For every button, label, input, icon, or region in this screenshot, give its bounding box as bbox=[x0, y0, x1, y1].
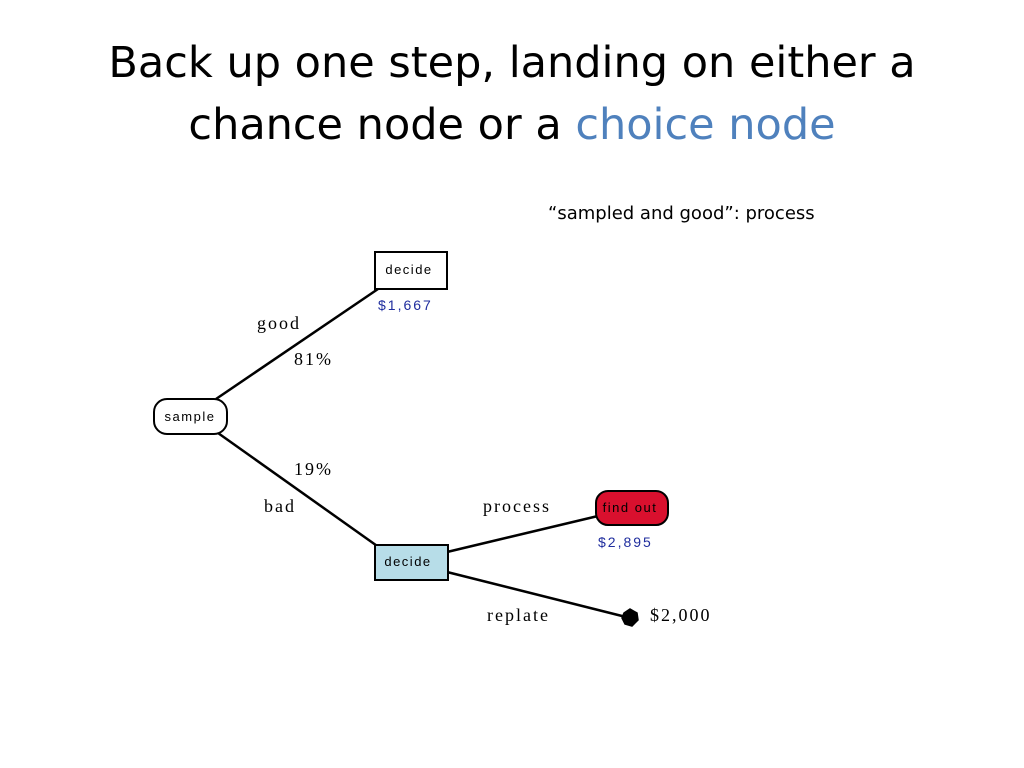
findout-node: find out bbox=[595, 490, 669, 526]
terminal-node bbox=[621, 608, 639, 627]
decide-good-node: decide bbox=[374, 251, 448, 290]
decide-good-label: decide bbox=[385, 262, 432, 277]
branch-bad bbox=[217, 431, 381, 550]
decide-bad-node: decide bbox=[374, 544, 449, 581]
findout-label: find out bbox=[603, 500, 658, 515]
process-label: process bbox=[483, 496, 551, 516]
title-accent: choice node bbox=[575, 100, 836, 150]
replate-label: replate bbox=[487, 605, 550, 625]
good-probability: 81% bbox=[294, 349, 333, 369]
bad-label: bad bbox=[264, 496, 296, 516]
branch-replate bbox=[446, 570, 627, 619]
branch-good bbox=[215, 287, 379, 401]
caption: “sampled and good”: process bbox=[548, 203, 815, 224]
title-line-1: Back up one step, landing on either a bbox=[108, 38, 916, 88]
slide-title: Back up one step, landing on either a ch… bbox=[0, 32, 1024, 156]
sample-node-label: sample bbox=[165, 409, 216, 424]
findout-value: $2,895 bbox=[598, 534, 653, 550]
sample-node: sample bbox=[153, 398, 228, 435]
decide-bad-label: decide bbox=[384, 554, 431, 569]
decide-good-value: $1,667 bbox=[378, 297, 433, 313]
title-line-2: chance node or a bbox=[188, 100, 576, 150]
terminal-value: $2,000 bbox=[650, 605, 712, 625]
good-label: good bbox=[257, 313, 301, 333]
branch-process bbox=[446, 514, 599, 554]
bad-probability: 19% bbox=[294, 459, 333, 479]
